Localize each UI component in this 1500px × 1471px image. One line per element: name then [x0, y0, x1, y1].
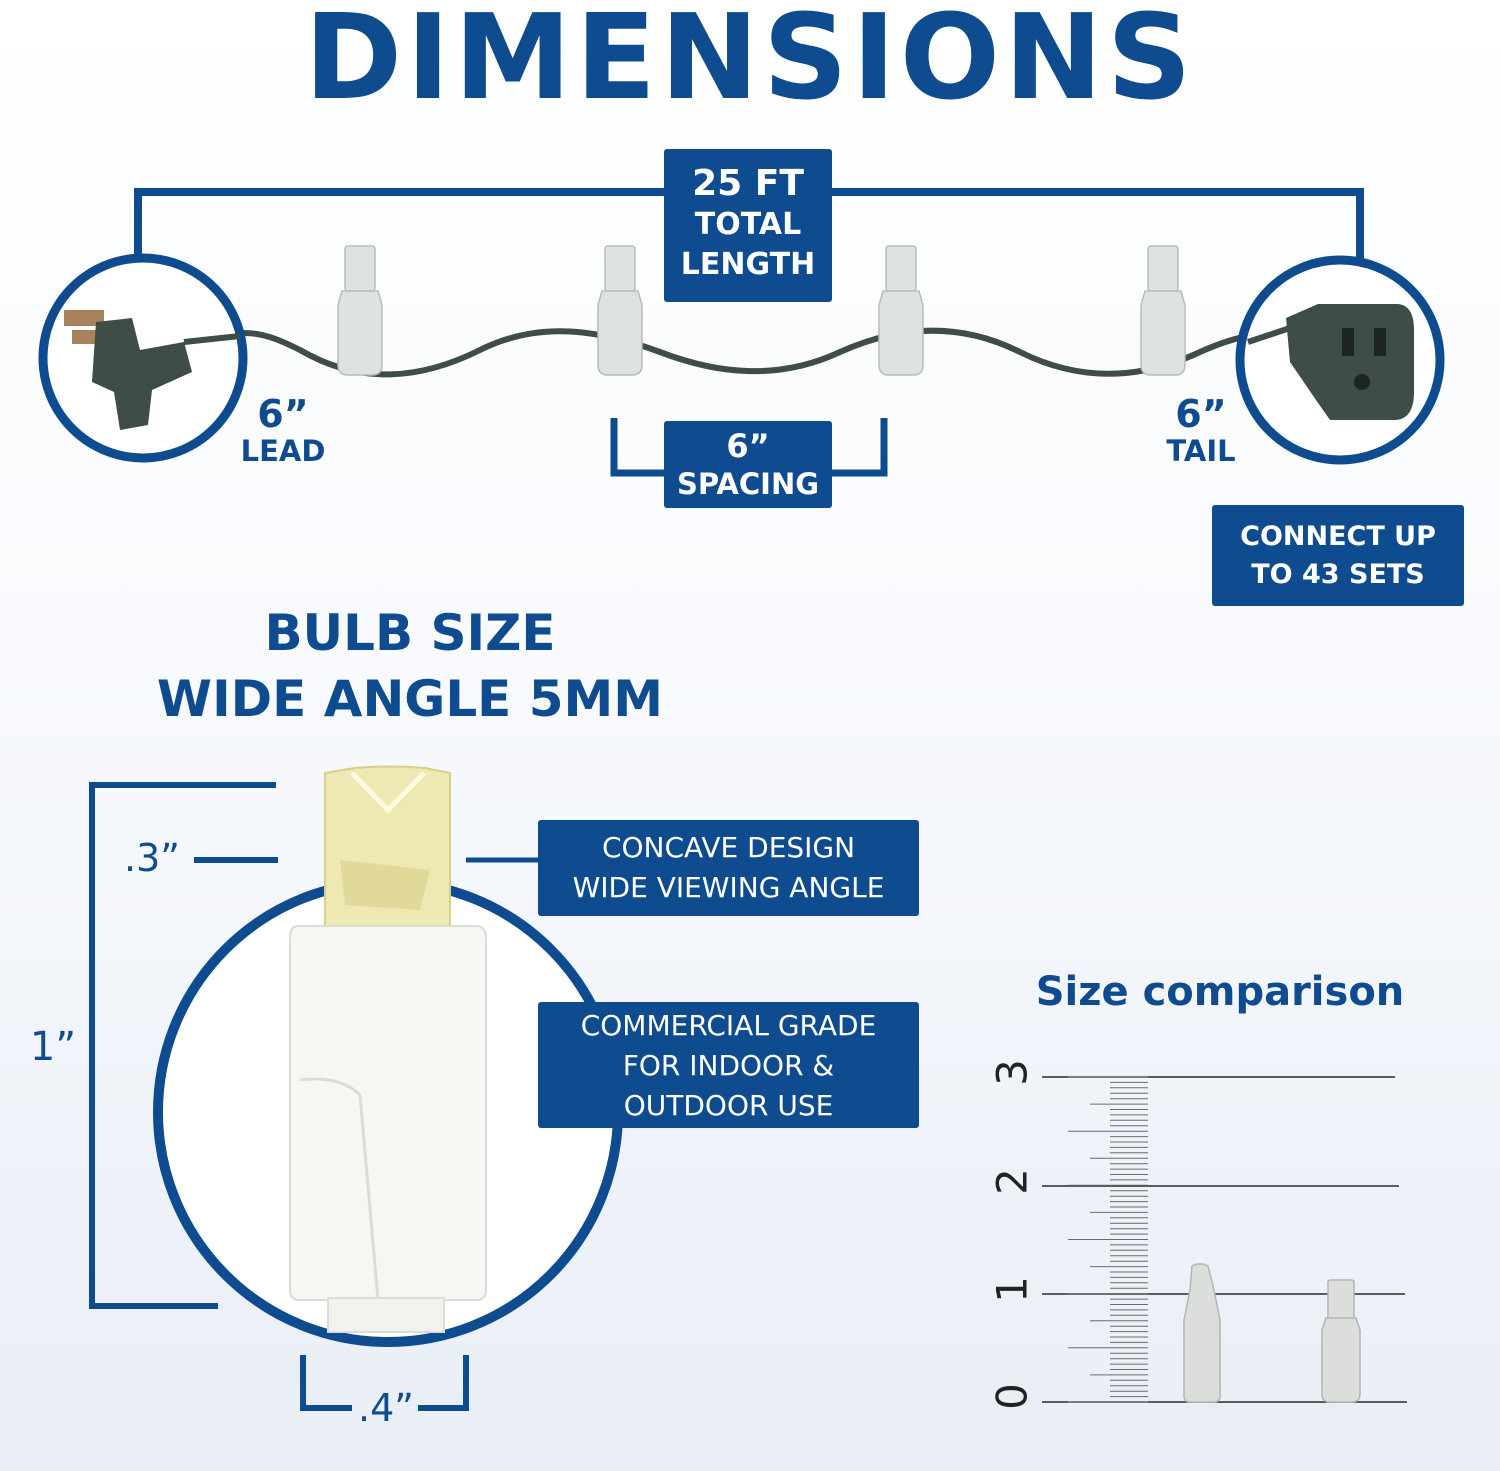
concave-line1: CONCAVE DESIGN	[601, 831, 856, 864]
scale-label-2: 2	[987, 1168, 1037, 1195]
total-length-value: 25 FT	[692, 163, 804, 204]
tail-text: TAIL	[1166, 434, 1236, 468]
bulb-height-dimension: 1”	[29, 1024, 77, 1070]
spacing-value: 6”	[726, 427, 770, 465]
concave-line2: WIDE VIEWING ANGLE	[572, 871, 885, 904]
string-bulb	[597, 245, 643, 376]
spacing-text: SPACING	[676, 467, 820, 501]
page-title: DIMENSIONS	[304, 0, 1196, 126]
height-bracket	[89, 782, 276, 1309]
commercial-line3: OUTDOOR USE	[623, 1089, 834, 1122]
comparison-bulb-standard	[1183, 1263, 1221, 1403]
total-length-line2: TOTAL	[694, 207, 802, 242]
size-comparison-title: Size comparison	[1035, 969, 1405, 1015]
bulb-icon	[289, 765, 487, 1333]
spacing-bracket	[610, 418, 888, 477]
total-length-bracket	[134, 188, 1364, 262]
lead-label: 6” LEAD	[228, 393, 338, 467]
ruler-ticks	[1068, 1076, 1148, 1403]
bulb-top-dimension: .3”	[124, 836, 180, 880]
tail-label: 6” TAIL	[1146, 393, 1256, 467]
string-bulb	[878, 245, 924, 376]
connect-line2: TO 43 SETS	[1251, 559, 1425, 590]
spacing-box: 6” SPACING	[664, 421, 832, 508]
concave-box: CONCAVE DESIGN WIDE VIEWING ANGLE	[538, 820, 919, 916]
connect-box: CONNECT UP TO 43 SETS	[1212, 505, 1464, 606]
total-length-box: 25 FT TOTAL LENGTH	[664, 149, 832, 302]
bulb-size-line1: BULB SIZE	[264, 604, 556, 662]
socket-icon	[1247, 304, 1414, 420]
connect-line1: CONNECT UP	[1240, 521, 1436, 552]
width-bracket	[300, 1355, 469, 1411]
scale-label-3: 3	[987, 1059, 1037, 1086]
total-length-line3: LENGTH	[680, 247, 816, 282]
string-bulb	[337, 245, 383, 376]
bulb-size-line2: WIDE ANGLE 5MM	[156, 670, 664, 728]
scale-label-1: 1	[987, 1276, 1037, 1303]
string-bulb	[1140, 245, 1186, 376]
commercial-line2: FOR INDOOR &	[622, 1049, 835, 1082]
lead-value: 6”	[257, 392, 309, 436]
tail-value: 6”	[1175, 392, 1227, 436]
commercial-box: COMMERCIAL GRADE FOR INDOOR & OUTDOOR US…	[538, 1002, 919, 1128]
lead-text: LEAD	[240, 434, 326, 468]
bulb-size-heading: BULB SIZE WIDE ANGLE 5MM	[100, 600, 720, 732]
comparison-bulb-5mm	[1321, 1279, 1361, 1403]
commercial-line1: COMMERCIAL GRADE	[580, 1009, 877, 1042]
plug-icon	[64, 310, 241, 430]
scale-label-0: 0	[987, 1383, 1037, 1410]
bulb-width-dimension: .4”	[358, 1386, 414, 1430]
